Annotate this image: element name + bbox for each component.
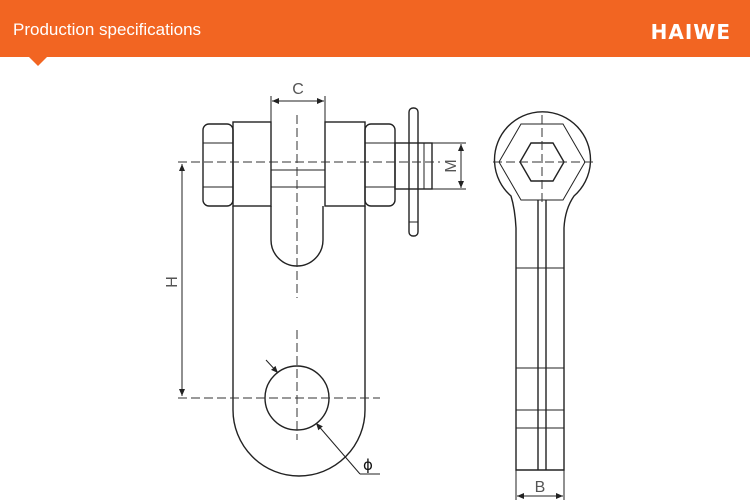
nut-right [364,123,396,207]
page-title: Production specifications [13,20,202,39]
jaw-right [324,121,366,207]
cotter-pin [408,107,419,237]
dimension-m: M [432,142,466,190]
label-h: H [164,276,181,288]
dimension-h: H [164,164,185,396]
jaw-left [232,121,272,207]
dimension-b: B [515,470,565,500]
banner-pointer [29,57,47,66]
dimension-c: C [270,81,326,122]
front-view: C M H ϕ [164,81,466,477]
header-banner: Production specifications HAIWE [0,0,750,57]
label-phi: ϕ [363,456,373,474]
side-outline [493,111,592,471]
label-c: C [292,81,304,98]
side-view: B [493,111,595,500]
brand-logo: HAIWE [650,20,731,44]
label-m: M [443,159,460,172]
dimension-phi: ϕ [265,359,380,475]
tongue-body [232,206,366,477]
label-b: B [535,479,546,496]
bolt-shank [394,142,433,190]
nut-left [202,123,234,207]
